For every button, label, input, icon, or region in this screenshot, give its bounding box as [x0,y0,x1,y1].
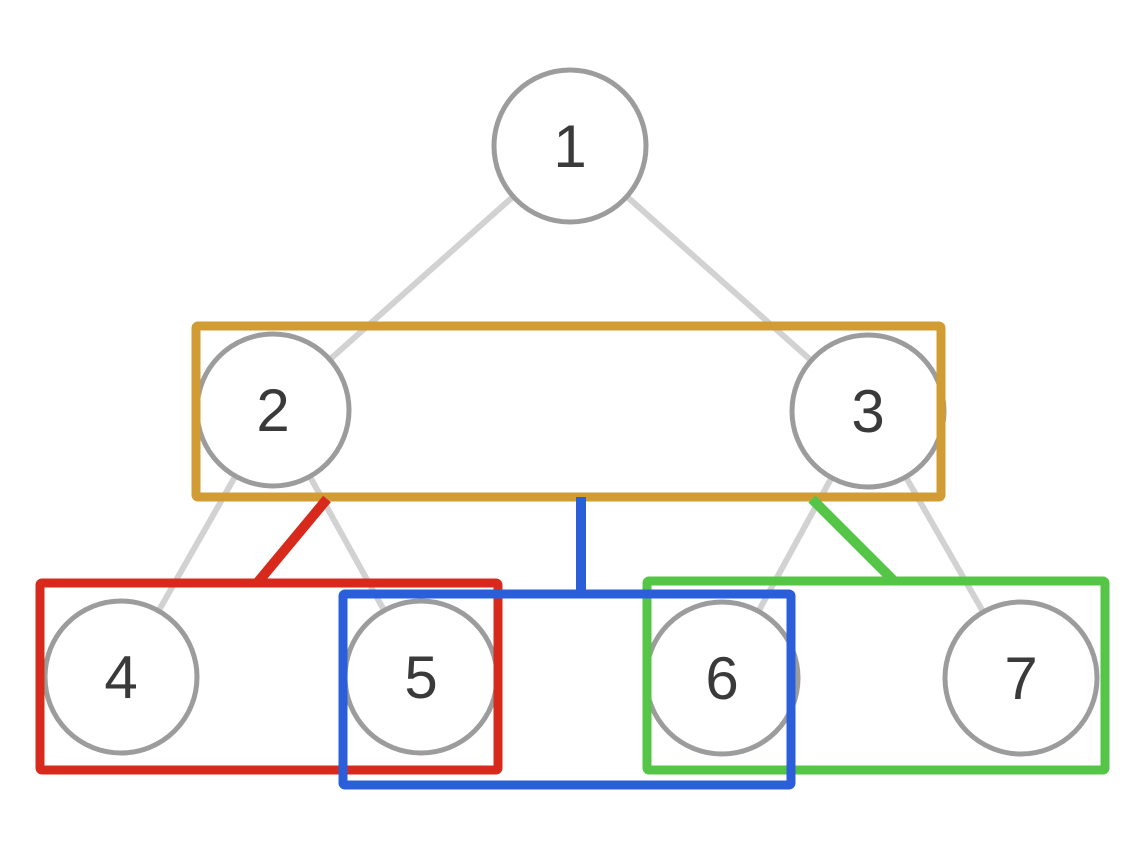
tree-node-label-3: 3 [851,378,884,445]
tree-node-7: 7 [942,599,1100,757]
tree-node-label-2: 2 [256,377,289,444]
tree-node-3: 3 [789,332,947,490]
group-nodes-5-6 [338,589,796,790]
tree-node-circle-1 [491,67,649,225]
tree-node-4: 4 [42,598,200,756]
connector-orange-to-green-group [808,495,897,584]
group-nodes-4-5 [35,578,503,775]
tree-node-6: 6 [643,599,801,757]
tree-node-label-5: 5 [404,644,437,711]
tree-node-circle-7 [942,599,1100,757]
tree-node-label-7: 7 [1004,645,1037,712]
group-nodes-2-3 [191,321,946,502]
group-nodes-6-7 [642,576,1110,775]
connector-orange-to-red-group [254,495,331,586]
tree-node-label-4: 4 [104,644,137,711]
tree-node-circle-4 [42,598,200,756]
tree-node-label-6: 6 [705,645,738,712]
tree-node-label-1: 1 [553,113,586,180]
tree-node-5: 5 [342,598,500,756]
tree-node-2: 2 [194,331,352,489]
tree-node-1: 1 [491,67,649,225]
